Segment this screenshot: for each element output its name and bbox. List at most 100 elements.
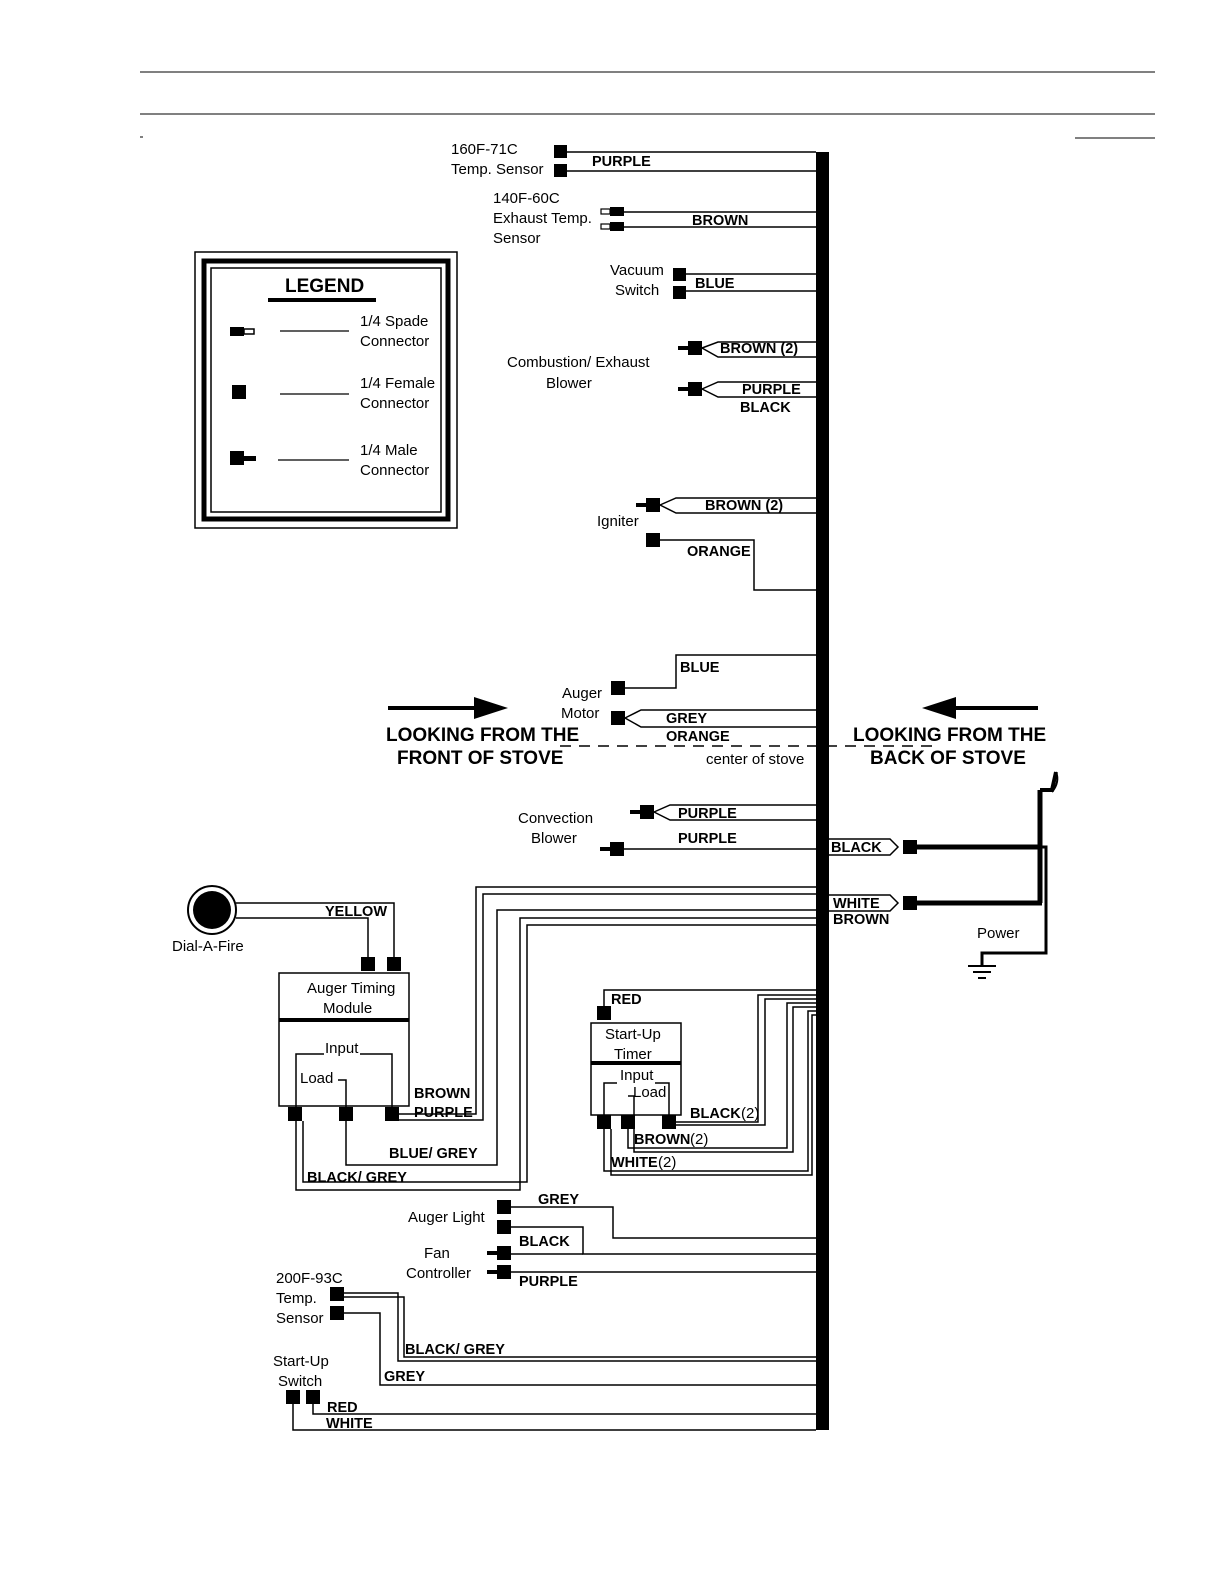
module-harness-wires xyxy=(295,886,816,1191)
auger-timing-module: Auger Timing Module Input Load BROWN PUR… xyxy=(278,972,478,1186)
combustion-blower: Combustion/ Exhaust Blower BROWN (2) PUR… xyxy=(507,341,816,416)
wire-label-brown-exhaust: BROWN xyxy=(692,213,748,229)
male-connector-symbol xyxy=(230,451,256,465)
wire-label-brown2-combustion: BROWN (2) xyxy=(720,341,798,357)
wire-label-black-grey-sensor: BLACK/ GREY xyxy=(405,1342,505,1358)
auger-motor: Auger Motor BLUE GREY ORANGE xyxy=(561,654,816,745)
legend-box: LEGEND 1/4 Spade Connector 1/4 Female Co… xyxy=(194,251,458,529)
wire-label-purple-module: PURPLE xyxy=(414,1105,473,1121)
wire-label-orange-auger: ORANGE xyxy=(666,729,730,745)
wire-label-purple-conv1: PURPLE xyxy=(678,806,737,822)
startup-switch-label-1: Start-Up xyxy=(273,1353,329,1370)
vacuum-switch-label-2: Switch xyxy=(615,282,659,299)
front-label-2: FRONT OF STOVE xyxy=(397,748,563,769)
exhaust-sensor-label-3: Sensor xyxy=(493,230,541,247)
auger-light-label: Auger Light xyxy=(408,1209,486,1226)
main-harness-bus xyxy=(816,152,829,1430)
orientation-back: LOOKING FROM THE BACK OF STOVE xyxy=(853,697,1046,769)
startup-switch: Start-Up Switch RED WHITE xyxy=(273,1353,816,1432)
convection-blower-label-1: Convection xyxy=(518,810,593,827)
auger-light: Auger Light GREY BLACK xyxy=(408,1192,816,1255)
module-input-label: Input xyxy=(325,1040,359,1057)
dial-a-fire-label: Dial-A-Fire xyxy=(172,938,244,955)
legend-spade-label-1: 1/4 Spade xyxy=(360,313,428,330)
legend-male-label-1: 1/4 Male xyxy=(360,442,418,459)
fan-controller-label-1: Fan xyxy=(424,1245,450,1262)
header-rules xyxy=(140,71,1155,139)
power-cord: BLACK WHITE BROWN Power xyxy=(829,771,1059,979)
auger-motor-label-1: Auger xyxy=(562,685,602,702)
legend-spade-label-2: Connector xyxy=(360,333,429,350)
spade-connector-symbol xyxy=(230,327,255,336)
wire-label-black2-timer: BLACK xyxy=(690,1106,741,1122)
temp-sensor-160-label-1: 160F-71C xyxy=(451,141,518,158)
igniter: Igniter BROWN (2) ORANGE xyxy=(597,497,816,591)
fan-controller-label-2: Controller xyxy=(406,1265,471,1282)
temp-sensor-200-label-2: Temp. xyxy=(276,1290,317,1307)
module-load-label: Load xyxy=(300,1070,333,1087)
wire-label-grey-light: GREY xyxy=(538,1192,579,1208)
back-label-1: LOOKING FROM THE xyxy=(853,725,1046,746)
wire-label-white-switch: WHITE xyxy=(326,1416,373,1432)
startup-timer: Start-Up Timer Input Load RED BLACK (2) … xyxy=(590,989,816,1171)
timer-input-label: Input xyxy=(620,1067,654,1084)
legend-female-label-2: Connector xyxy=(360,395,429,412)
igniter-label: Igniter xyxy=(597,513,639,530)
power-label: Power xyxy=(977,925,1020,942)
wire-label-white-power: WHITE xyxy=(833,896,880,912)
convection-blower-label-2: Blower xyxy=(531,830,577,847)
exhaust-temp-sensor: 140F-60C Exhaust Temp. Sensor BROWN xyxy=(493,190,816,247)
wire-label-brown-power: BROWN xyxy=(833,912,889,928)
combustion-blower-label-2: Blower xyxy=(546,375,592,392)
timer-harness-wires xyxy=(603,994,816,1176)
wire-count-white2-timer: (2) xyxy=(658,1154,676,1171)
legend-female-label-1: 1/4 Female xyxy=(360,375,435,392)
wire-label-black-fan: BLACK xyxy=(519,1234,570,1250)
temp-sensor-160: 160F-71C Temp. Sensor PURPLE xyxy=(451,141,816,178)
timer-label-1: Start-Up xyxy=(605,1026,661,1043)
wire-label-red-switch: RED xyxy=(327,1400,358,1416)
female-connector-symbol xyxy=(232,385,246,399)
front-label-1: LOOKING FROM THE xyxy=(386,725,579,746)
back-label-2: BACK OF STOVE xyxy=(870,748,1026,769)
module-label-2: Module xyxy=(323,1000,372,1017)
wire-label-orange-igniter: ORANGE xyxy=(687,544,751,560)
wire-label-blue-vacuum: BLUE xyxy=(695,276,735,292)
center-of-stove-label: center of stove xyxy=(706,751,804,768)
legend-male-label-2: Connector xyxy=(360,462,429,479)
exhaust-sensor-label-1: 140F-60C xyxy=(493,190,560,207)
wire-label-blue-auger: BLUE xyxy=(680,660,720,676)
temp-sensor-200-label-3: Sensor xyxy=(276,1310,324,1327)
timer-load-label: Load xyxy=(633,1084,666,1101)
wire-label-purple-160: PURPLE xyxy=(592,154,651,170)
temp-sensor-160-label-2: Temp. Sensor xyxy=(451,161,544,178)
wire-label-grey-auger: GREY xyxy=(666,711,707,727)
temp-sensor-200: 200F-93C Temp. Sensor BLACK/ GREY GREY xyxy=(276,1270,816,1386)
exhaust-sensor-label-2: Exhaust Temp. xyxy=(493,210,592,227)
timer-label-2: Timer xyxy=(614,1046,652,1063)
convection-blower: Convection Blower PURPLE PURPLE xyxy=(518,804,816,856)
wire-label-yellow-dial: YELLOW xyxy=(325,904,387,920)
wire-count-brown2-timer: (2) xyxy=(690,1131,708,1148)
wire-label-white2-timer: WHITE xyxy=(611,1155,658,1171)
dial-a-fire: Dial-A-Fire YELLOW xyxy=(172,885,401,971)
auger-motor-label-2: Motor xyxy=(561,705,599,722)
orientation-front: LOOKING FROM THE FRONT OF STOVE xyxy=(386,697,579,769)
wire-label-red-timer: RED xyxy=(611,992,642,1008)
wire-label-brown2-timer: BROWN xyxy=(634,1132,690,1148)
wire-label-grey-sensor: GREY xyxy=(384,1369,425,1385)
temp-sensor-200-label-1: 200F-93C xyxy=(276,1270,343,1287)
vacuum-switch: Vacuum Switch BLUE xyxy=(610,262,816,299)
wire-label-purple-conv2: PURPLE xyxy=(678,831,737,847)
vacuum-switch-label-1: Vacuum xyxy=(610,262,664,279)
wire-label-purple-fan: PURPLE xyxy=(519,1274,578,1290)
legend-title: LEGEND xyxy=(285,276,364,297)
wire-count-black2-timer: (2) xyxy=(741,1105,759,1122)
wire-label-brown2-igniter: BROWN (2) xyxy=(705,498,783,514)
startup-switch-label-2: Switch xyxy=(278,1373,322,1390)
wire-label-black-power: BLACK xyxy=(831,840,882,856)
wire-label-brown-module: BROWN xyxy=(414,1086,470,1102)
wire-label-black-grey-module: BLACK/ GREY xyxy=(307,1170,407,1186)
module-label-1: Auger Timing xyxy=(307,980,395,997)
